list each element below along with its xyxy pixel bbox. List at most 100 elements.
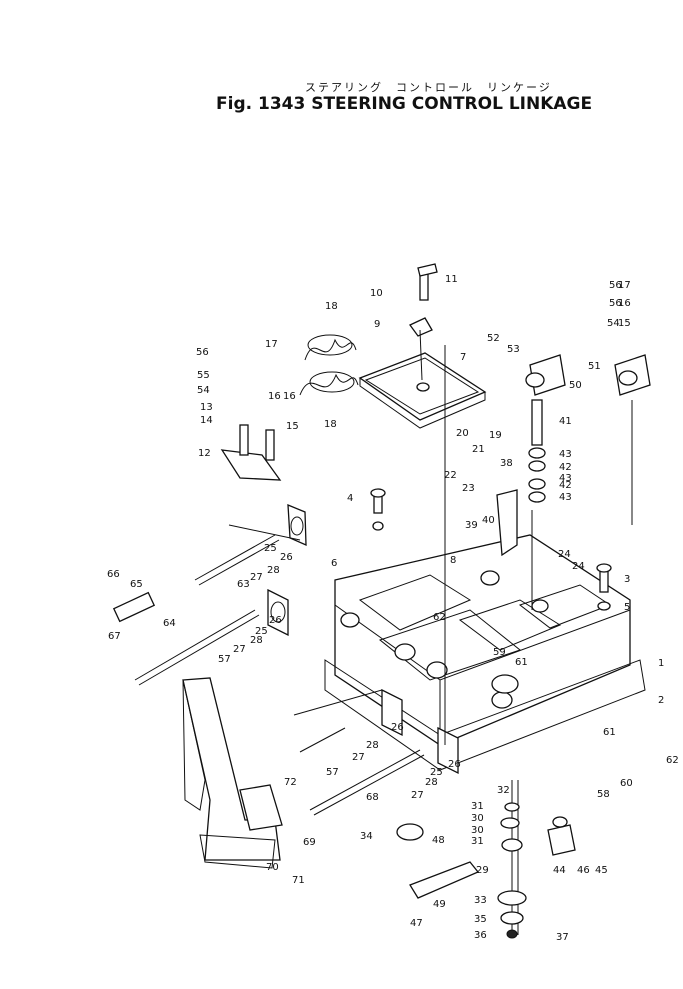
callout-label: 24: [558, 549, 571, 560]
callout-label: 49: [433, 899, 446, 910]
callout-label: 15: [618, 318, 631, 329]
callout-label: 67: [108, 631, 121, 642]
callout-label: 37: [556, 932, 569, 943]
callout-label: 61: [603, 727, 616, 738]
callout-label: 28: [366, 740, 379, 751]
callout-label: 38: [500, 458, 513, 469]
callout-label: 48: [432, 835, 445, 846]
callout-label: 30: [471, 825, 484, 836]
callout-label: 70: [266, 862, 279, 873]
callout-label: 69: [303, 837, 316, 848]
callout-label: 64: [163, 618, 176, 629]
callout-label: 23: [462, 483, 475, 494]
callout-label: 46: [577, 865, 590, 876]
callout-label: 8: [450, 555, 456, 566]
callout-label: 34: [360, 831, 373, 842]
callout-label: 54: [197, 385, 210, 396]
callout-label: 18: [325, 301, 338, 312]
callout-label: 72: [284, 777, 297, 788]
callout-label: 18: [324, 419, 337, 430]
callout-label: 44: [553, 865, 566, 876]
callout-label: 31: [471, 801, 484, 812]
callout-label: 25: [264, 543, 277, 554]
callout-label: 35: [474, 914, 487, 925]
callout-label: 9: [374, 319, 380, 330]
callout-label: 33: [474, 895, 487, 906]
callout-label: 2: [658, 695, 664, 706]
callout-label: 12: [198, 448, 211, 459]
callout-label: 5: [624, 602, 630, 613]
callout-label: 7: [460, 352, 466, 363]
callout-label: 50: [569, 380, 582, 391]
callout-label: 26: [391, 722, 404, 733]
callout-label: 56: [609, 280, 622, 291]
callout-label: 28: [425, 777, 438, 788]
callout-label: 43: [559, 473, 572, 484]
callout-label: 27: [411, 790, 424, 801]
callout-label: 56: [609, 298, 622, 309]
callout-label: 42: [559, 480, 572, 491]
callout-label: 60: [620, 778, 633, 789]
callout-label: 53: [507, 344, 520, 355]
callout-label: 55: [197, 370, 210, 381]
callout-label: 41: [559, 416, 572, 427]
callout-labels: 1 2 3 4 5 6 7 8 9 10 11 12 13 14 15 15 1…: [107, 274, 679, 943]
callout-label: 65: [130, 579, 143, 590]
callout-label: 29: [476, 865, 489, 876]
callout-label: 56: [196, 347, 209, 358]
callout-label: 30: [471, 813, 484, 824]
callout-label: 43: [559, 449, 572, 460]
callout-label: 14: [200, 415, 213, 426]
callout-label: 58: [597, 789, 610, 800]
callout-label: 63: [237, 579, 250, 590]
callout-label: 4: [347, 493, 353, 504]
callout-label: 62: [433, 612, 446, 623]
callout-label: 13: [200, 402, 213, 413]
callout-label: 39: [465, 520, 478, 531]
callout-label: 21: [472, 444, 485, 455]
callout-label: 47: [410, 918, 423, 929]
callout-label: 57: [326, 767, 339, 778]
callout-label: 25: [255, 626, 268, 637]
callout-label: 16: [268, 391, 281, 402]
callout-label: 45: [595, 865, 608, 876]
callout-label: 16: [283, 391, 296, 402]
callout-label: 31: [471, 836, 484, 847]
callout-label: 28: [267, 565, 280, 576]
callout-label: 15: [286, 421, 299, 432]
callout-label: 32: [497, 785, 510, 796]
callout-label: 36: [474, 930, 487, 941]
callout-label: 57: [218, 654, 231, 665]
callout-label: 17: [265, 339, 278, 350]
callout-label: 26: [269, 615, 282, 626]
callout-label: 6: [331, 558, 337, 569]
callout-label: 25: [430, 767, 443, 778]
diagram-title-japanese: ステアリング コントロール リンケージ: [305, 81, 552, 94]
callout-label: 40: [482, 515, 495, 526]
callout-label: 11: [445, 274, 458, 285]
callout-label: 26: [448, 759, 461, 770]
callout-label: 19: [489, 430, 502, 441]
callout-label: 68: [366, 792, 379, 803]
callout-label: 54: [607, 318, 620, 329]
callout-label: 3: [624, 574, 630, 585]
callout-label: 16: [618, 298, 631, 309]
callout-label: 20: [456, 428, 469, 439]
callout-label: 71: [292, 875, 305, 886]
callout-label: 43: [559, 492, 572, 503]
callout-label: 17: [618, 280, 631, 291]
callout-label: 27: [352, 752, 365, 763]
callout-label: 10: [370, 288, 383, 299]
callout-label: 26: [280, 552, 293, 563]
callout-label: 24: [572, 561, 585, 572]
callout-label: 51: [588, 361, 601, 372]
callout-label: 52: [487, 333, 500, 344]
callout-label: 27: [250, 572, 263, 583]
callout-label: 27: [233, 644, 246, 655]
callout-label: 42: [559, 462, 572, 473]
callout-label: 59: [493, 647, 506, 658]
callout-label: 28: [250, 635, 263, 646]
callout-label: 66: [107, 569, 120, 580]
parts-drawing: [112, 263, 651, 939]
